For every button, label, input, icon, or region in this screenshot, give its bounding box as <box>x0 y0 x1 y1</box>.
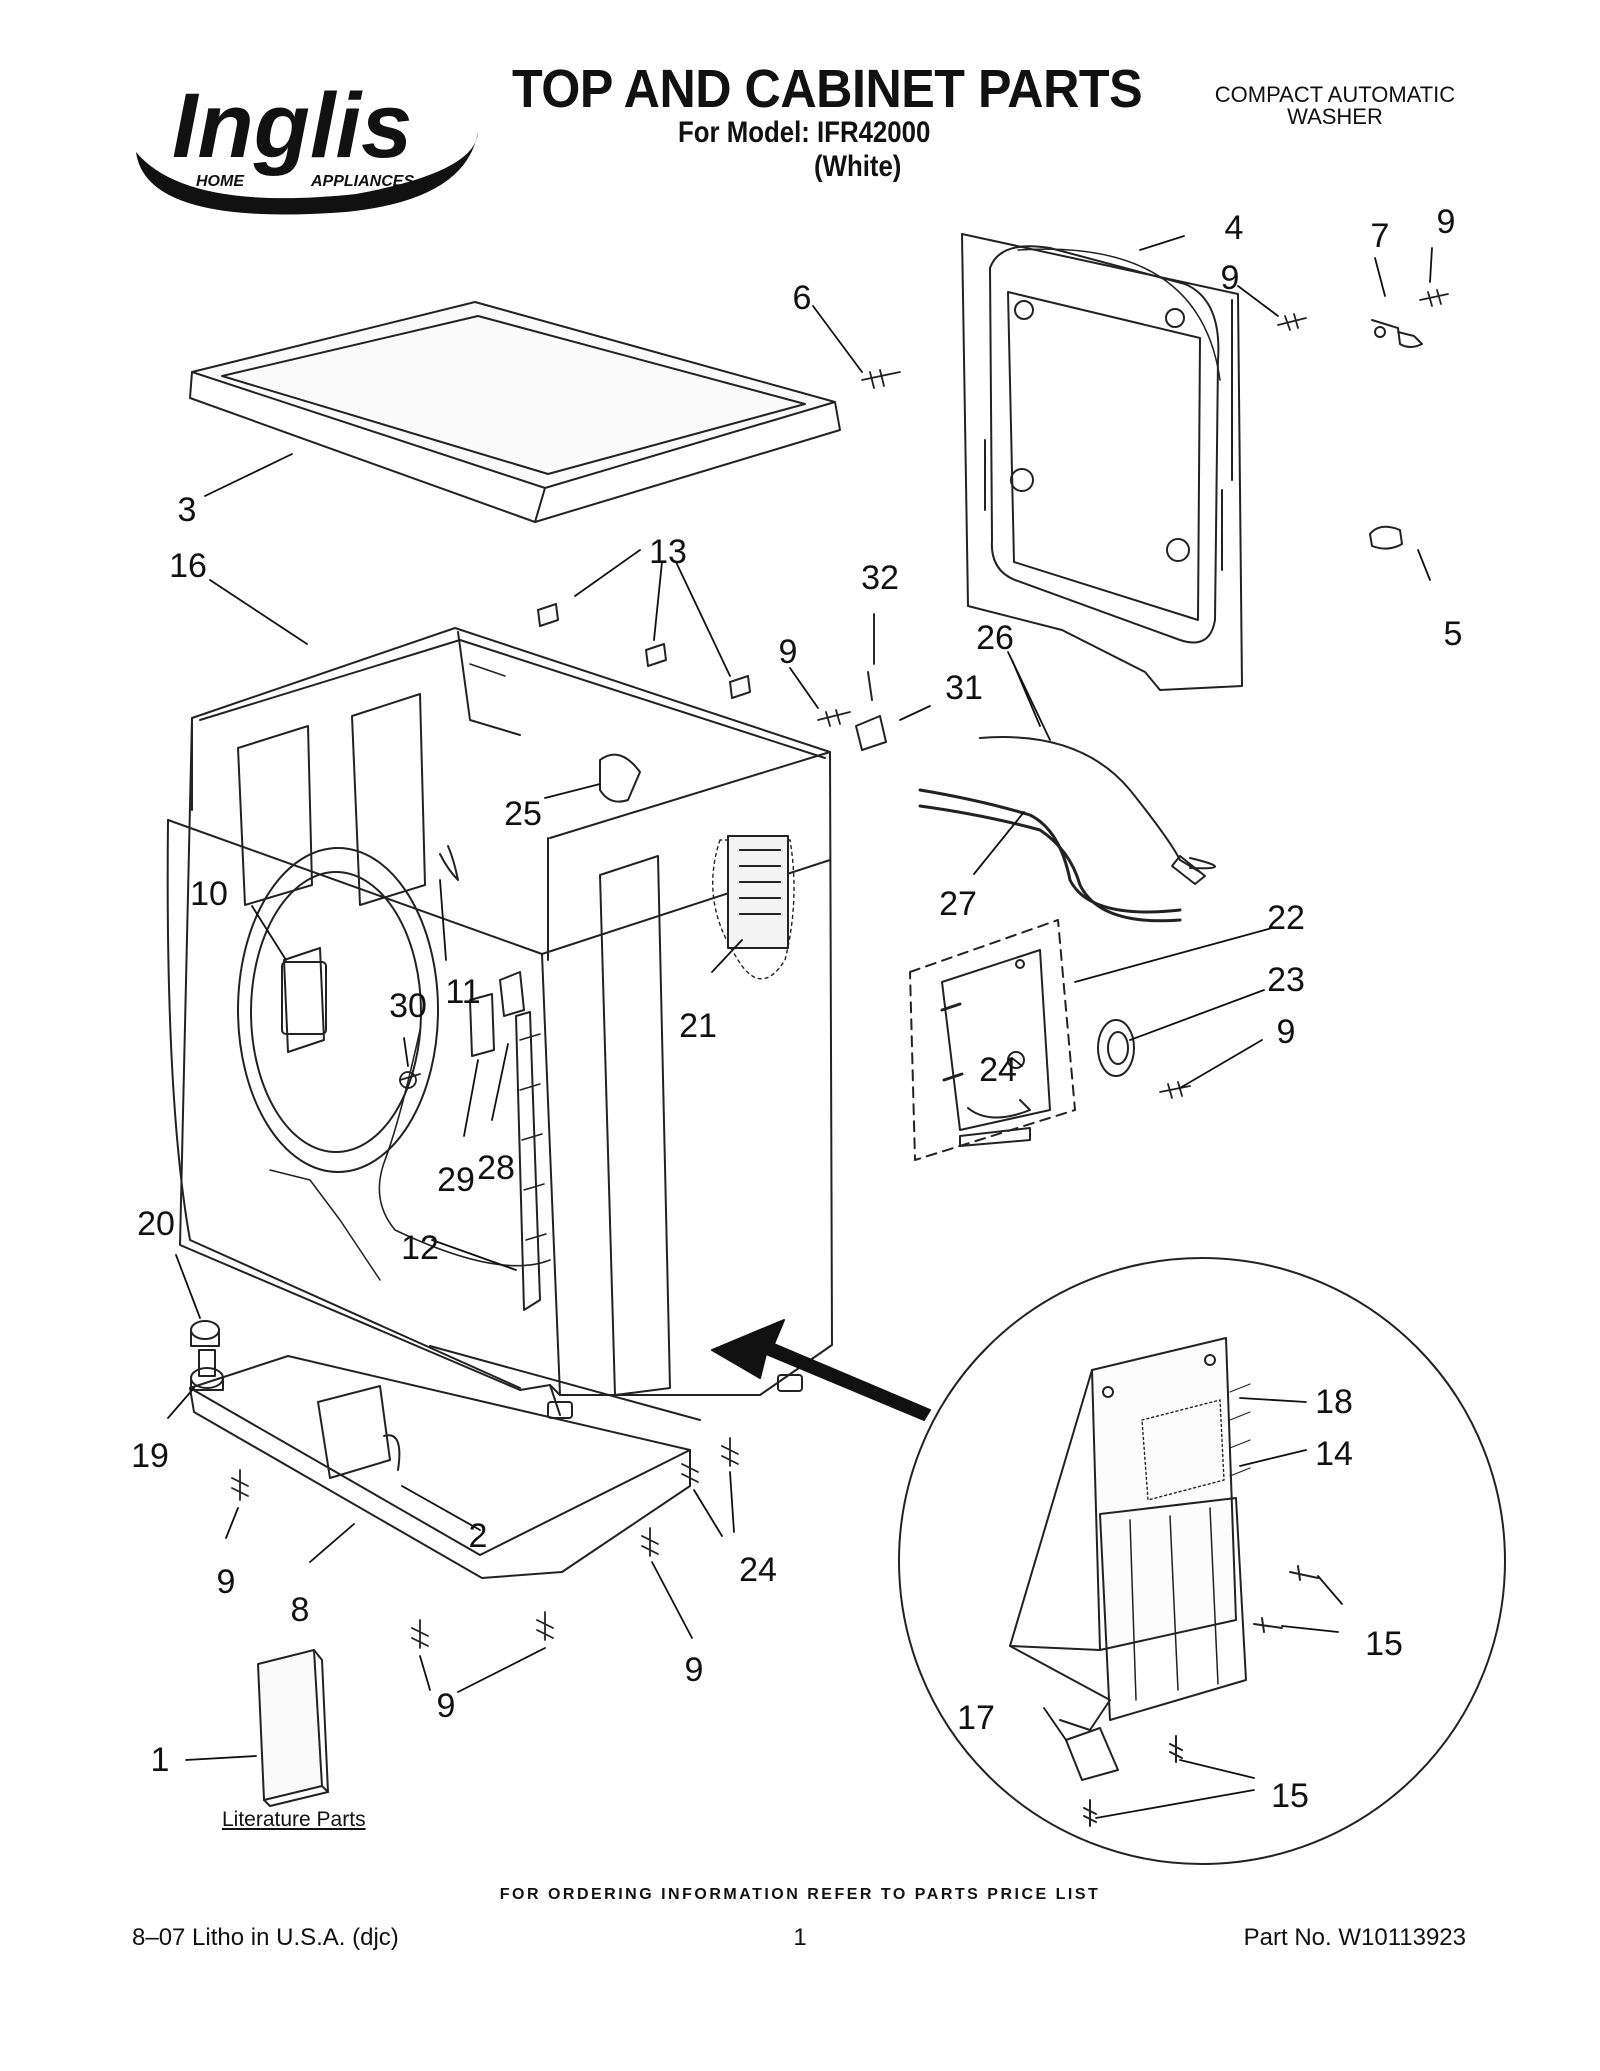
callout-9-switch: 9 <box>1276 1013 1296 1051</box>
part-number: Part No. W10113923 <box>1243 1924 1466 1951</box>
appliance-type-line1: COMPACT AUTOMATIC <box>1214 82 1456 107</box>
control-module-part <box>909 919 1076 1161</box>
callout-30: 30 <box>389 987 427 1025</box>
callout-24-base: 24 <box>739 1551 777 1589</box>
brand-wordmark: Inglis <box>172 75 412 177</box>
small-parts <box>283 603 887 1311</box>
callout-15-lower: 15 <box>1271 1777 1309 1815</box>
callout-29: 29 <box>437 1161 475 1199</box>
model-variant: (White) <box>814 150 902 183</box>
top-panel-part <box>189 301 841 523</box>
literature-part <box>257 1649 329 1807</box>
brand-tagline-appliances: APPLIANCES <box>310 173 414 190</box>
rear-panel-part <box>961 233 1243 691</box>
callout-9-rear-panel: 9 <box>1220 259 1240 297</box>
callout-2: 2 <box>468 1517 488 1555</box>
leveling-leg-part <box>190 1320 224 1391</box>
callout-leader-lines <box>167 235 1433 1819</box>
callout-31: 31 <box>945 669 983 707</box>
callout-28: 28 <box>477 1149 515 1187</box>
callout-12: 12 <box>401 1229 439 1267</box>
page-number: 1 <box>793 1924 807 1951</box>
access-cover-part <box>317 1385 401 1479</box>
brand-tagline-home: HOME <box>196 173 245 190</box>
callout-9-top-right: 9 <box>1436 203 1456 241</box>
callout-1: 1 <box>150 1741 170 1779</box>
callout-27: 27 <box>939 885 977 923</box>
callout-17: 17 <box>957 1699 995 1737</box>
brand-logo: Inglis HOME APPLIANCES <box>126 62 486 222</box>
callout-3: 3 <box>177 491 197 529</box>
callout-15-upper: 15 <box>1365 1625 1403 1663</box>
pressure-switch-part <box>1097 1019 1135 1077</box>
callout-6: 6 <box>792 279 812 317</box>
callout-7: 7 <box>1370 217 1390 255</box>
ordering-note: FOR ORDERING INFORMATION REFER TO PARTS … <box>499 1886 1101 1903</box>
wire-harness-parts <box>918 736 1216 923</box>
detail-view <box>711 1257 1506 1865</box>
callout-32: 32 <box>861 559 899 597</box>
callout-25: 25 <box>504 795 542 833</box>
litho-note: 8–07 Litho in U.S.A. (djc) <box>132 1924 399 1951</box>
callout-4: 4 <box>1224 209 1244 247</box>
appliance-type-line2: WASHER <box>1287 104 1383 129</box>
callout-21: 21 <box>679 1007 717 1045</box>
callout-8: 8 <box>290 1591 310 1629</box>
callout-14: 14 <box>1315 1435 1353 1473</box>
screw-parts <box>231 289 1449 1649</box>
callout-26: 26 <box>976 619 1014 657</box>
callout-20: 20 <box>137 1205 175 1243</box>
literature-parts-label: Literature Parts <box>222 1808 366 1831</box>
callout-9-cabinet: 9 <box>778 633 798 671</box>
callout-16: 16 <box>169 547 207 585</box>
callout-24-module: 24 <box>979 1051 1017 1089</box>
callout-23: 23 <box>1267 961 1305 999</box>
callout-9-base-bottom: 9 <box>436 1687 456 1725</box>
cabinet-part <box>166 627 833 1419</box>
callout-5: 5 <box>1443 615 1463 653</box>
clamp-parts <box>1369 319 1423 550</box>
callout-9-base-left: 9 <box>216 1563 236 1601</box>
inglis-logo-icon: Inglis HOME APPLIANCES <box>136 75 478 215</box>
callout-11: 11 <box>445 973 481 1011</box>
callout-9-base-right: 9 <box>684 1651 704 1689</box>
model-number: For Model: IFR42000 <box>678 116 931 149</box>
callout-10: 10 <box>190 875 228 913</box>
appliance-type: COMPACT AUTOMATIC WASHER <box>1170 84 1500 128</box>
callout-18: 18 <box>1315 1383 1353 1421</box>
callout-13: 13 <box>649 533 687 571</box>
callout-19: 19 <box>131 1437 169 1475</box>
page-title: TOP AND CABINET PARTS <box>512 59 1143 119</box>
callout-22: 22 <box>1267 899 1305 937</box>
base-plate-part <box>189 1345 701 1579</box>
